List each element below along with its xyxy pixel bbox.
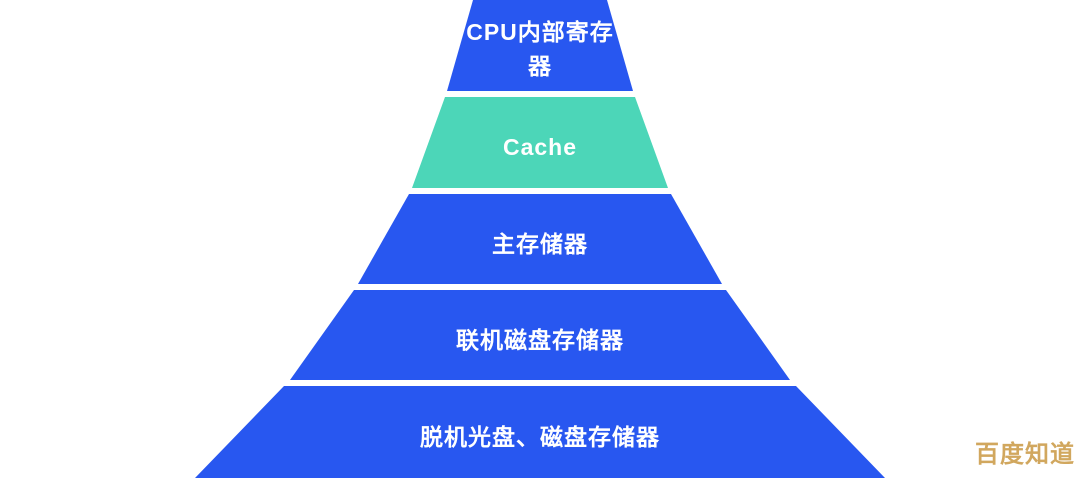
- pyramid-level-3-shape: [358, 194, 722, 284]
- pyramid-level-1-shape: [447, 0, 633, 91]
- pyramid-level-2-shape: [412, 97, 668, 188]
- pyramid-level-4-shape: [290, 290, 790, 380]
- baidu-zhidao-watermark: 百度知道: [975, 441, 1075, 468]
- pyramid-level-5-shape: [195, 386, 885, 478]
